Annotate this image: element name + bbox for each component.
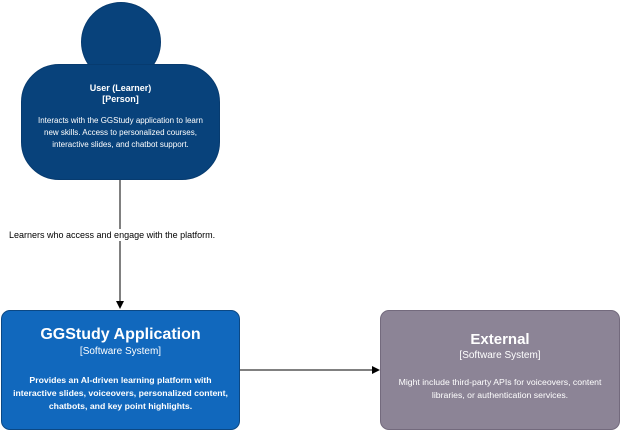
external-title: External	[470, 331, 530, 348]
external-node: External [Software System] Might include…	[380, 310, 620, 430]
person-body-shape	[21, 64, 220, 180]
app-type: [Software System]	[79, 346, 162, 357]
person-name: User (Learner)	[89, 83, 152, 93]
edge-label: Learners who access and engage with the …	[9, 229, 216, 241]
app-to-external-edge	[240, 366, 380, 374]
person-to-app-edge	[116, 180, 124, 309]
person-node: User (Learner) [Person] Interacts with t…	[21, 64, 220, 151]
person-type: [Person]	[102, 94, 139, 104]
app-title: GGStudy Application	[40, 326, 201, 343]
person-description: Interacts with the GGStudy application t…	[38, 116, 203, 149]
app-node: GGStudy Application [Software System] Pr…	[1, 310, 240, 430]
external-type: [Software System]	[459, 350, 541, 361]
app-description: Provides an AI-driven learning platform …	[13, 375, 228, 411]
external-description: Might include third-party APIs for voice…	[398, 377, 602, 400]
